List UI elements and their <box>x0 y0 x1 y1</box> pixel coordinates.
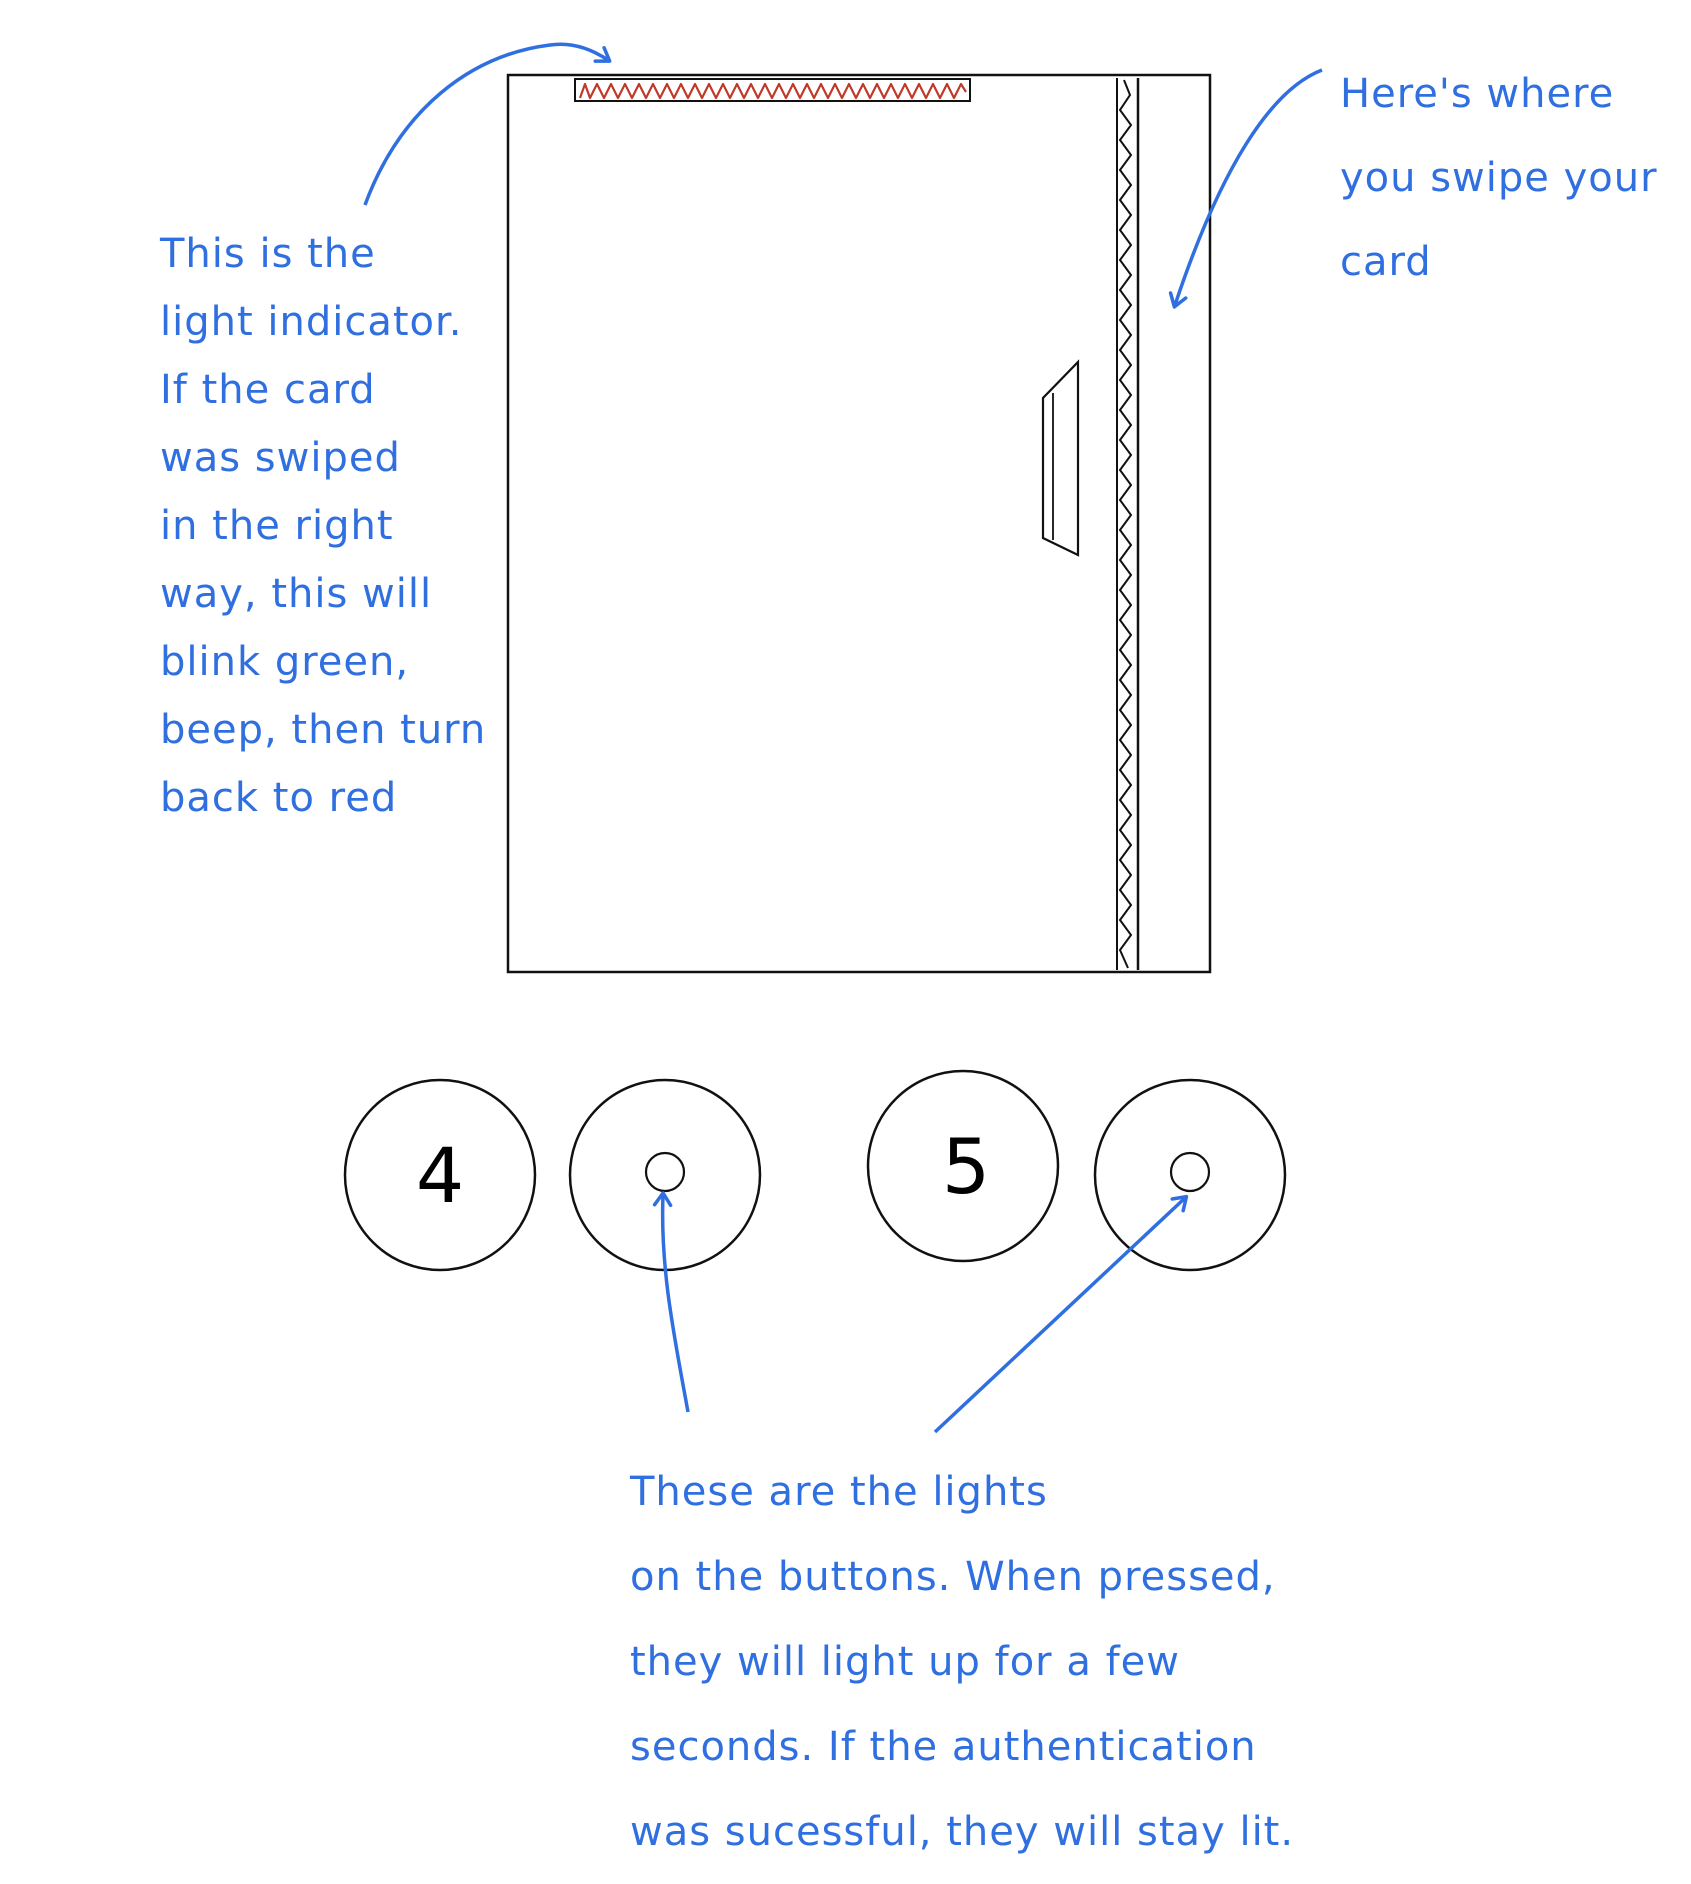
arrow-to-light-indicator <box>363 42 612 206</box>
button-lights-note: These are the lights on the buttons. Whe… <box>630 1469 1295 1855</box>
arrow-to-light-1 <box>652 1191 690 1413</box>
button-5[interactable]: 5 <box>866 1069 1060 1263</box>
card-swipe-slot <box>1116 78 1140 970</box>
card-reader-panel <box>506 73 1212 974</box>
light-indicator-note: This is the light indicator. If the card… <box>160 231 487 821</box>
door-handle <box>1041 359 1080 557</box>
light-indicator <box>574 78 971 102</box>
arrow-to-light-2 <box>933 1194 1189 1434</box>
button-5-label: 5 <box>942 1122 990 1211</box>
button-4-label: 4 <box>416 1131 464 1220</box>
light-dot-1 <box>644 1151 686 1193</box>
arrow-to-swipe-slot <box>1168 68 1323 309</box>
button-light-2[interactable] <box>1093 1078 1287 1272</box>
light-dot-2 <box>1169 1151 1211 1193</box>
button-4[interactable]: 4 <box>343 1078 537 1272</box>
swipe-note: Here's where you swipe your card <box>1340 71 1658 285</box>
